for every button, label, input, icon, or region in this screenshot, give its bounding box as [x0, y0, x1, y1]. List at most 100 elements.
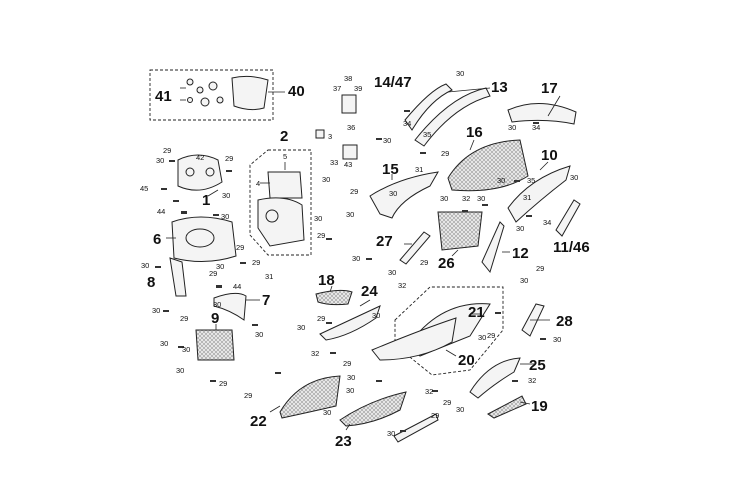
label-30-34: 30 [387, 429, 395, 438]
grille-9-icon [195, 329, 235, 361]
label-30-22: 30 [516, 224, 524, 233]
mat-19-icon [487, 395, 527, 419]
label-30-20: 30 [440, 194, 448, 203]
label-30-16: 30 [456, 69, 464, 78]
group-box-2 [249, 149, 312, 256]
label-35-b: 35 [527, 176, 535, 185]
label-30-27: 30 [372, 311, 380, 320]
storage-16-icon [447, 139, 529, 192]
label-6: 6 [153, 231, 161, 248]
label-14-47: 14/47 [374, 74, 412, 91]
panel-15-icon [369, 171, 439, 219]
strip-27-icon [399, 231, 431, 265]
label-30-12: 30 [322, 175, 330, 184]
label-30-19: 30 [497, 176, 505, 185]
label-19: 19 [531, 398, 548, 415]
label-29-17: 29 [443, 398, 451, 407]
label-29-16: 29 [343, 359, 351, 368]
label-29-12: 29 [420, 258, 428, 267]
label-30-35: 30 [182, 345, 190, 354]
label-18: 18 [318, 272, 335, 289]
switch-36-icon [341, 94, 357, 114]
label-34-c: 34 [543, 218, 551, 227]
label-30-32: 30 [323, 408, 331, 417]
trim-13-icon [414, 87, 491, 147]
label-38: 38 [344, 74, 352, 83]
label-30-25: 30 [520, 276, 528, 285]
rear-cover-17-icon [507, 102, 577, 125]
label-30-11: 30 [314, 214, 322, 223]
label-29-7: 29 [219, 379, 227, 388]
label-9: 9 [211, 310, 219, 327]
label-40: 40 [288, 83, 305, 100]
label-41: 41 [155, 88, 172, 105]
label-32-a: 32 [462, 194, 470, 203]
panel-24-icon [319, 305, 381, 341]
label-29-15: 29 [487, 331, 495, 340]
label-42: 42 [196, 153, 204, 162]
label-29-1: 29 [163, 146, 171, 155]
trim-14-icon [404, 83, 453, 131]
label-29-9: 29 [317, 231, 325, 240]
label-3: 3 [328, 132, 332, 141]
label-4: 4 [256, 179, 260, 188]
label-30-31: 30 [346, 386, 354, 395]
label-29-18: 29 [431, 411, 439, 420]
label-34-b: 34 [532, 123, 540, 132]
label-16: 16 [466, 124, 483, 141]
label-34-a: 34 [403, 119, 411, 128]
label-30-21: 30 [477, 194, 485, 203]
fender-7-icon [213, 292, 247, 321]
label-30-24: 30 [388, 268, 396, 277]
label-29-5: 29 [209, 269, 217, 278]
label-31-a: 31 [265, 272, 273, 281]
side-cover-11-icon [555, 199, 581, 237]
label-8: 8 [147, 274, 155, 291]
label-13: 13 [491, 79, 508, 96]
lower-cover-22-icon [279, 375, 341, 419]
clip-3-icon [315, 129, 325, 139]
label-29-4: 29 [252, 258, 260, 267]
label-37: 37 [333, 84, 341, 93]
label-29-8: 29 [244, 391, 252, 400]
group-box-20-21 [394, 286, 504, 376]
label-30-33: 30 [456, 405, 464, 414]
label-31-c: 31 [523, 193, 531, 202]
label-32-e: 32 [528, 376, 536, 385]
part-numbers-large: 41 40 2 1 6 8 7 9 14/47 13 17 16 10 15 1… [147, 74, 590, 450]
label-30-5: 30 [216, 262, 224, 271]
bolt-icons [155, 110, 546, 432]
label-32-d: 32 [425, 387, 433, 396]
label-30-9: 30 [176, 366, 184, 375]
label-35-a: 35 [423, 130, 431, 139]
label-29-13: 29 [536, 264, 544, 273]
label-10: 10 [541, 147, 558, 164]
windscreen-40-icon [231, 75, 269, 111]
label-29-3: 29 [236, 243, 244, 252]
label-30-18: 30 [570, 173, 578, 182]
label-30-10: 30 [255, 330, 263, 339]
side-strip-8-icon [169, 257, 187, 297]
label-22: 22 [250, 413, 267, 430]
side-cover-10-icon [507, 165, 571, 223]
housing-4-icon [257, 197, 305, 247]
label-17: 17 [541, 80, 558, 97]
lower-rear-25-icon [469, 357, 521, 399]
label-30-7: 30 [152, 306, 160, 315]
label-30-29: 30 [553, 335, 561, 344]
panel-12-icon [481, 221, 505, 274]
label-25: 25 [529, 357, 546, 374]
label-30-13: 30 [346, 210, 354, 219]
label-2: 2 [280, 128, 288, 145]
lower-cover-23-icon [339, 391, 407, 427]
label-30-4: 30 [141, 261, 149, 270]
label-32-c: 32 [311, 349, 319, 358]
label-7: 7 [262, 292, 270, 309]
label-30-8: 30 [160, 339, 168, 348]
label-30-3: 30 [221, 212, 229, 221]
group-box-41-40 [149, 69, 274, 121]
label-31-b: 31 [415, 165, 423, 174]
label-21: 21 [468, 304, 485, 321]
headlight-2-icon [267, 171, 303, 199]
